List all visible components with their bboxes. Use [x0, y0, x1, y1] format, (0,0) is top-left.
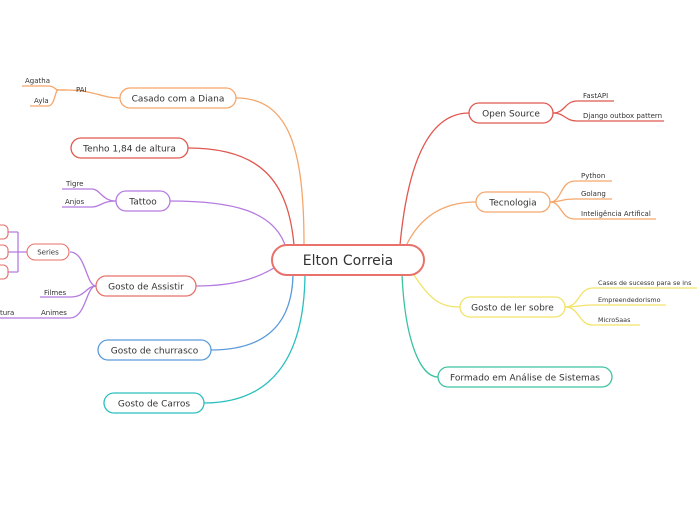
- connector-ler: [411, 271, 461, 308]
- leaf-empreendedorismo[interactable]: Empreendedorismo: [598, 296, 661, 304]
- leaf-filmes[interactable]: Filmes: [44, 289, 67, 297]
- topic-casado-label: Casado com a Diana: [132, 95, 225, 105]
- connector-open-source: [399, 112, 470, 246]
- leaf-fastapi[interactable]: FastAPI: [583, 92, 608, 100]
- topic-open-source[interactable]: Open Source: [468, 102, 554, 124]
- connector-pai: [65, 89, 121, 99]
- connector-ia: [549, 201, 656, 220]
- connector-assistir: [195, 263, 281, 287]
- leaf-cut-text[interactable]: tura: [0, 309, 14, 317]
- topic-altura-label: Tenho 1,84 de altura: [82, 145, 176, 155]
- connector-series: [69, 251, 97, 287]
- series-item-1[interactable]: [0, 224, 9, 240]
- topic-ler[interactable]: Gosto de ler sobre: [459, 296, 566, 318]
- topic-tattoo[interactable]: Tattoo: [115, 190, 171, 212]
- connectors: [0, 85, 697, 404]
- topic-tecnologia[interactable]: Tecnologia: [475, 191, 551, 213]
- topic-carros-label: Gosto de Carros: [118, 400, 191, 410]
- topic-formado[interactable]: Formado em Análise de Sistemas: [437, 366, 613, 388]
- leaf-python[interactable]: Python: [581, 172, 605, 180]
- connector-microsaas: [564, 306, 640, 326]
- leaf-ayla[interactable]: Ayla: [34, 97, 49, 105]
- subtopic-series[interactable]: Series: [26, 243, 70, 261]
- connector-series-children: [8, 231, 27, 273]
- topic-casado[interactable]: Casado com a Diana: [119, 87, 237, 109]
- topic-carros[interactable]: Gosto de Carros: [103, 392, 205, 414]
- topic-tattoo-label: Tattoo: [128, 198, 157, 208]
- subtopic-series-label: Series: [37, 249, 59, 257]
- topic-altura[interactable]: Tenho 1,84 de altura: [70, 137, 189, 159]
- leaf-animes[interactable]: Animes: [41, 309, 67, 317]
- connector-empreend: [564, 304, 666, 308]
- leaf-anjos[interactable]: Anjos: [65, 198, 84, 206]
- connector-fastapi: [552, 100, 614, 114]
- leaf-cases[interactable]: Cases de sucesso para se ins: [598, 279, 692, 287]
- topic-formado-label: Formado em Análise de Sistemas: [450, 374, 600, 384]
- topic-tecnologia-label: Tecnologia: [488, 199, 536, 209]
- leaf-agatha[interactable]: Agatha: [25, 77, 50, 85]
- topic-churrasco[interactable]: Gosto de churrasco: [97, 339, 212, 361]
- topic-assistir-label: Gosto de Assistir: [108, 283, 184, 293]
- connector-tattoo: [169, 200, 287, 249]
- connector-animes: [0, 285, 97, 319]
- series-item-2[interactable]: [0, 244, 9, 260]
- central-topic[interactable]: Elton Correia: [271, 244, 425, 276]
- central-topic-label: Elton Correia: [303, 253, 394, 269]
- connector-casado: [235, 97, 305, 246]
- topic-ler-label: Gosto de ler sobre: [471, 304, 554, 314]
- topic-open-source-label: Open Source: [482, 110, 540, 120]
- leaf-ia[interactable]: Inteligência Artifical: [581, 210, 651, 218]
- leaf-tigre[interactable]: Tigre: [65, 180, 83, 188]
- connector-altura: [187, 147, 295, 246]
- series-item-3[interactable]: [0, 264, 9, 280]
- connector-carros: [203, 274, 306, 404]
- topic-pai-label[interactable]: PAI: [76, 86, 87, 94]
- leaf-django[interactable]: Django outbox pattern: [583, 112, 662, 120]
- connector-django: [552, 112, 664, 122]
- leaf-microsaas[interactable]: MicroSaas: [598, 316, 631, 324]
- connector-tecnologia: [404, 201, 477, 249]
- leaf-golang[interactable]: Golang: [581, 190, 606, 198]
- connector-ayla: [30, 89, 66, 107]
- topic-churrasco-label: Gosto de churrasco: [111, 347, 199, 357]
- connector-anjos: [62, 200, 117, 208]
- topic-assistir[interactable]: Gosto de Assistir: [95, 275, 197, 297]
- connector-churrasco: [210, 274, 294, 351]
- connector-golang: [549, 198, 612, 203]
- connector-formado: [401, 274, 439, 378]
